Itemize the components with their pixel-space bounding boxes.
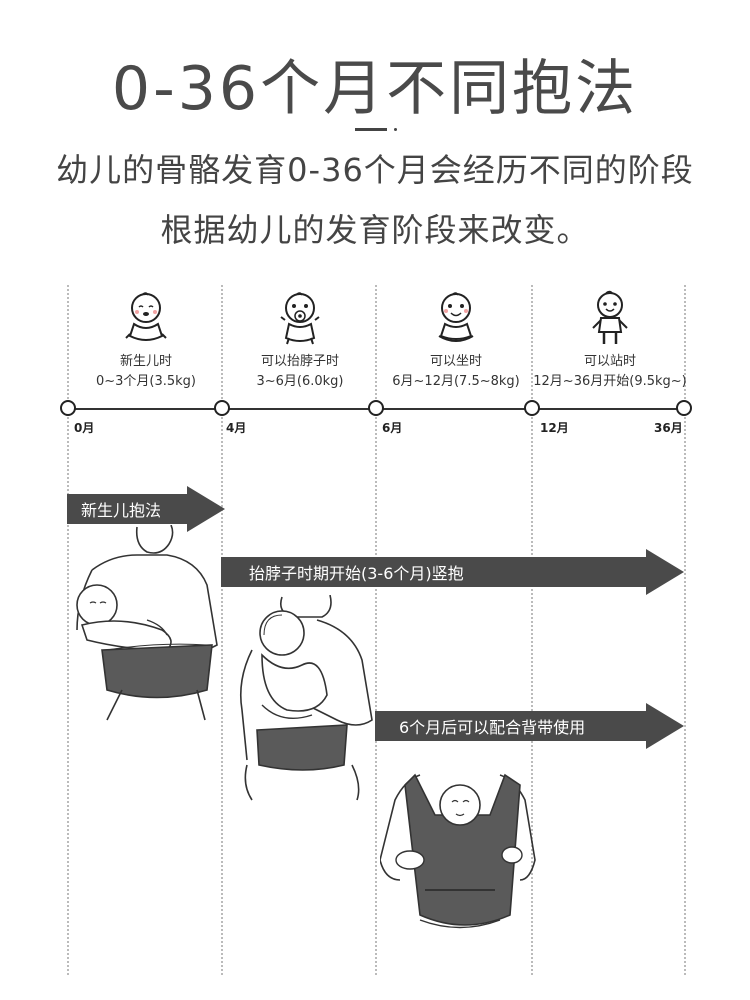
timeline-node-12 bbox=[524, 400, 540, 416]
arrow-head bbox=[187, 486, 225, 532]
timeline-node-4 bbox=[214, 400, 230, 416]
baby-with-pacifier-icon bbox=[280, 292, 320, 345]
timeline-tick-label: 4月 bbox=[226, 421, 247, 435]
arrow-newborn-hold: 新生儿抱法 bbox=[67, 486, 225, 532]
stage-label: 可以站时 bbox=[583, 354, 636, 369]
timeline-tick-label: 12月 bbox=[540, 421, 569, 435]
stage-range: 12月~36月开始(9.5kg~) bbox=[533, 374, 687, 389]
stage-label: 新生儿时 bbox=[119, 354, 172, 369]
newborn-cradle-hold-illustration bbox=[76, 525, 218, 721]
timeline-tick-label: 0月 bbox=[74, 421, 95, 435]
baby-carrier-illustration bbox=[380, 773, 536, 929]
arrow-label: 抬脖子时期开始(3-6个月)竖抱 bbox=[221, 557, 646, 587]
standing-baby-icon bbox=[592, 290, 628, 344]
stage-neck-control: 可以抬脖子时 3~6月(6.0kg) bbox=[220, 290, 380, 392]
stage-label: 可以坐时 bbox=[429, 354, 482, 369]
stage-sitting: 可以坐时 6月~12月(7.5~8kg) bbox=[376, 290, 536, 392]
timeline-tick-label: 6月 bbox=[382, 421, 403, 435]
newborn-baby-icon bbox=[125, 292, 167, 341]
page-title: 0-36个月不同抱法 bbox=[111, 54, 639, 124]
guide-line-0 bbox=[67, 285, 69, 975]
arrow-label: 新生儿抱法 bbox=[67, 494, 187, 524]
arrow-label: 6个月后可以配合背带使用 bbox=[375, 711, 646, 741]
stage-range: 3~6月(6.0kg) bbox=[256, 374, 344, 389]
subtitle-line-2: 根据幼儿的发育阶段来改变。 bbox=[160, 211, 590, 249]
title-underline bbox=[355, 128, 387, 131]
stage-label: 可以抬脖子时 bbox=[260, 354, 339, 369]
guide-line-36 bbox=[684, 285, 686, 975]
upright-hold-illustration bbox=[239, 595, 373, 801]
arrow-head bbox=[646, 703, 684, 749]
arrow-carrier: 6个月后可以配合背带使用 bbox=[375, 703, 684, 749]
timeline-node-0 bbox=[60, 400, 76, 416]
timeline-node-6 bbox=[368, 400, 384, 416]
guide-line-12 bbox=[531, 285, 533, 975]
timeline-node-36 bbox=[676, 400, 692, 416]
stage-range: 0~3个月(3.5kg) bbox=[95, 374, 197, 389]
guide-line-4 bbox=[221, 285, 223, 975]
subtitle-line-1: 幼儿的骨骼发育0-36个月会经历不同的阶段 bbox=[56, 151, 694, 189]
stage-newborn: 新生儿时 0~3个月(3.5kg) bbox=[66, 290, 226, 392]
stage-standing: 可以站时 12月~36月开始(9.5kg~) bbox=[530, 290, 690, 392]
guide-line-6 bbox=[375, 285, 377, 975]
stage-range: 6月~12月(7.5~8kg) bbox=[392, 374, 520, 389]
title-dot bbox=[394, 128, 397, 131]
arrow-head bbox=[646, 549, 684, 595]
timeline-tick-label: 36月 bbox=[654, 421, 683, 435]
arrow-upright-hold: 抬脖子时期开始(3-6个月)竖抱 bbox=[221, 549, 684, 595]
sitting-baby-icon bbox=[438, 292, 474, 342]
